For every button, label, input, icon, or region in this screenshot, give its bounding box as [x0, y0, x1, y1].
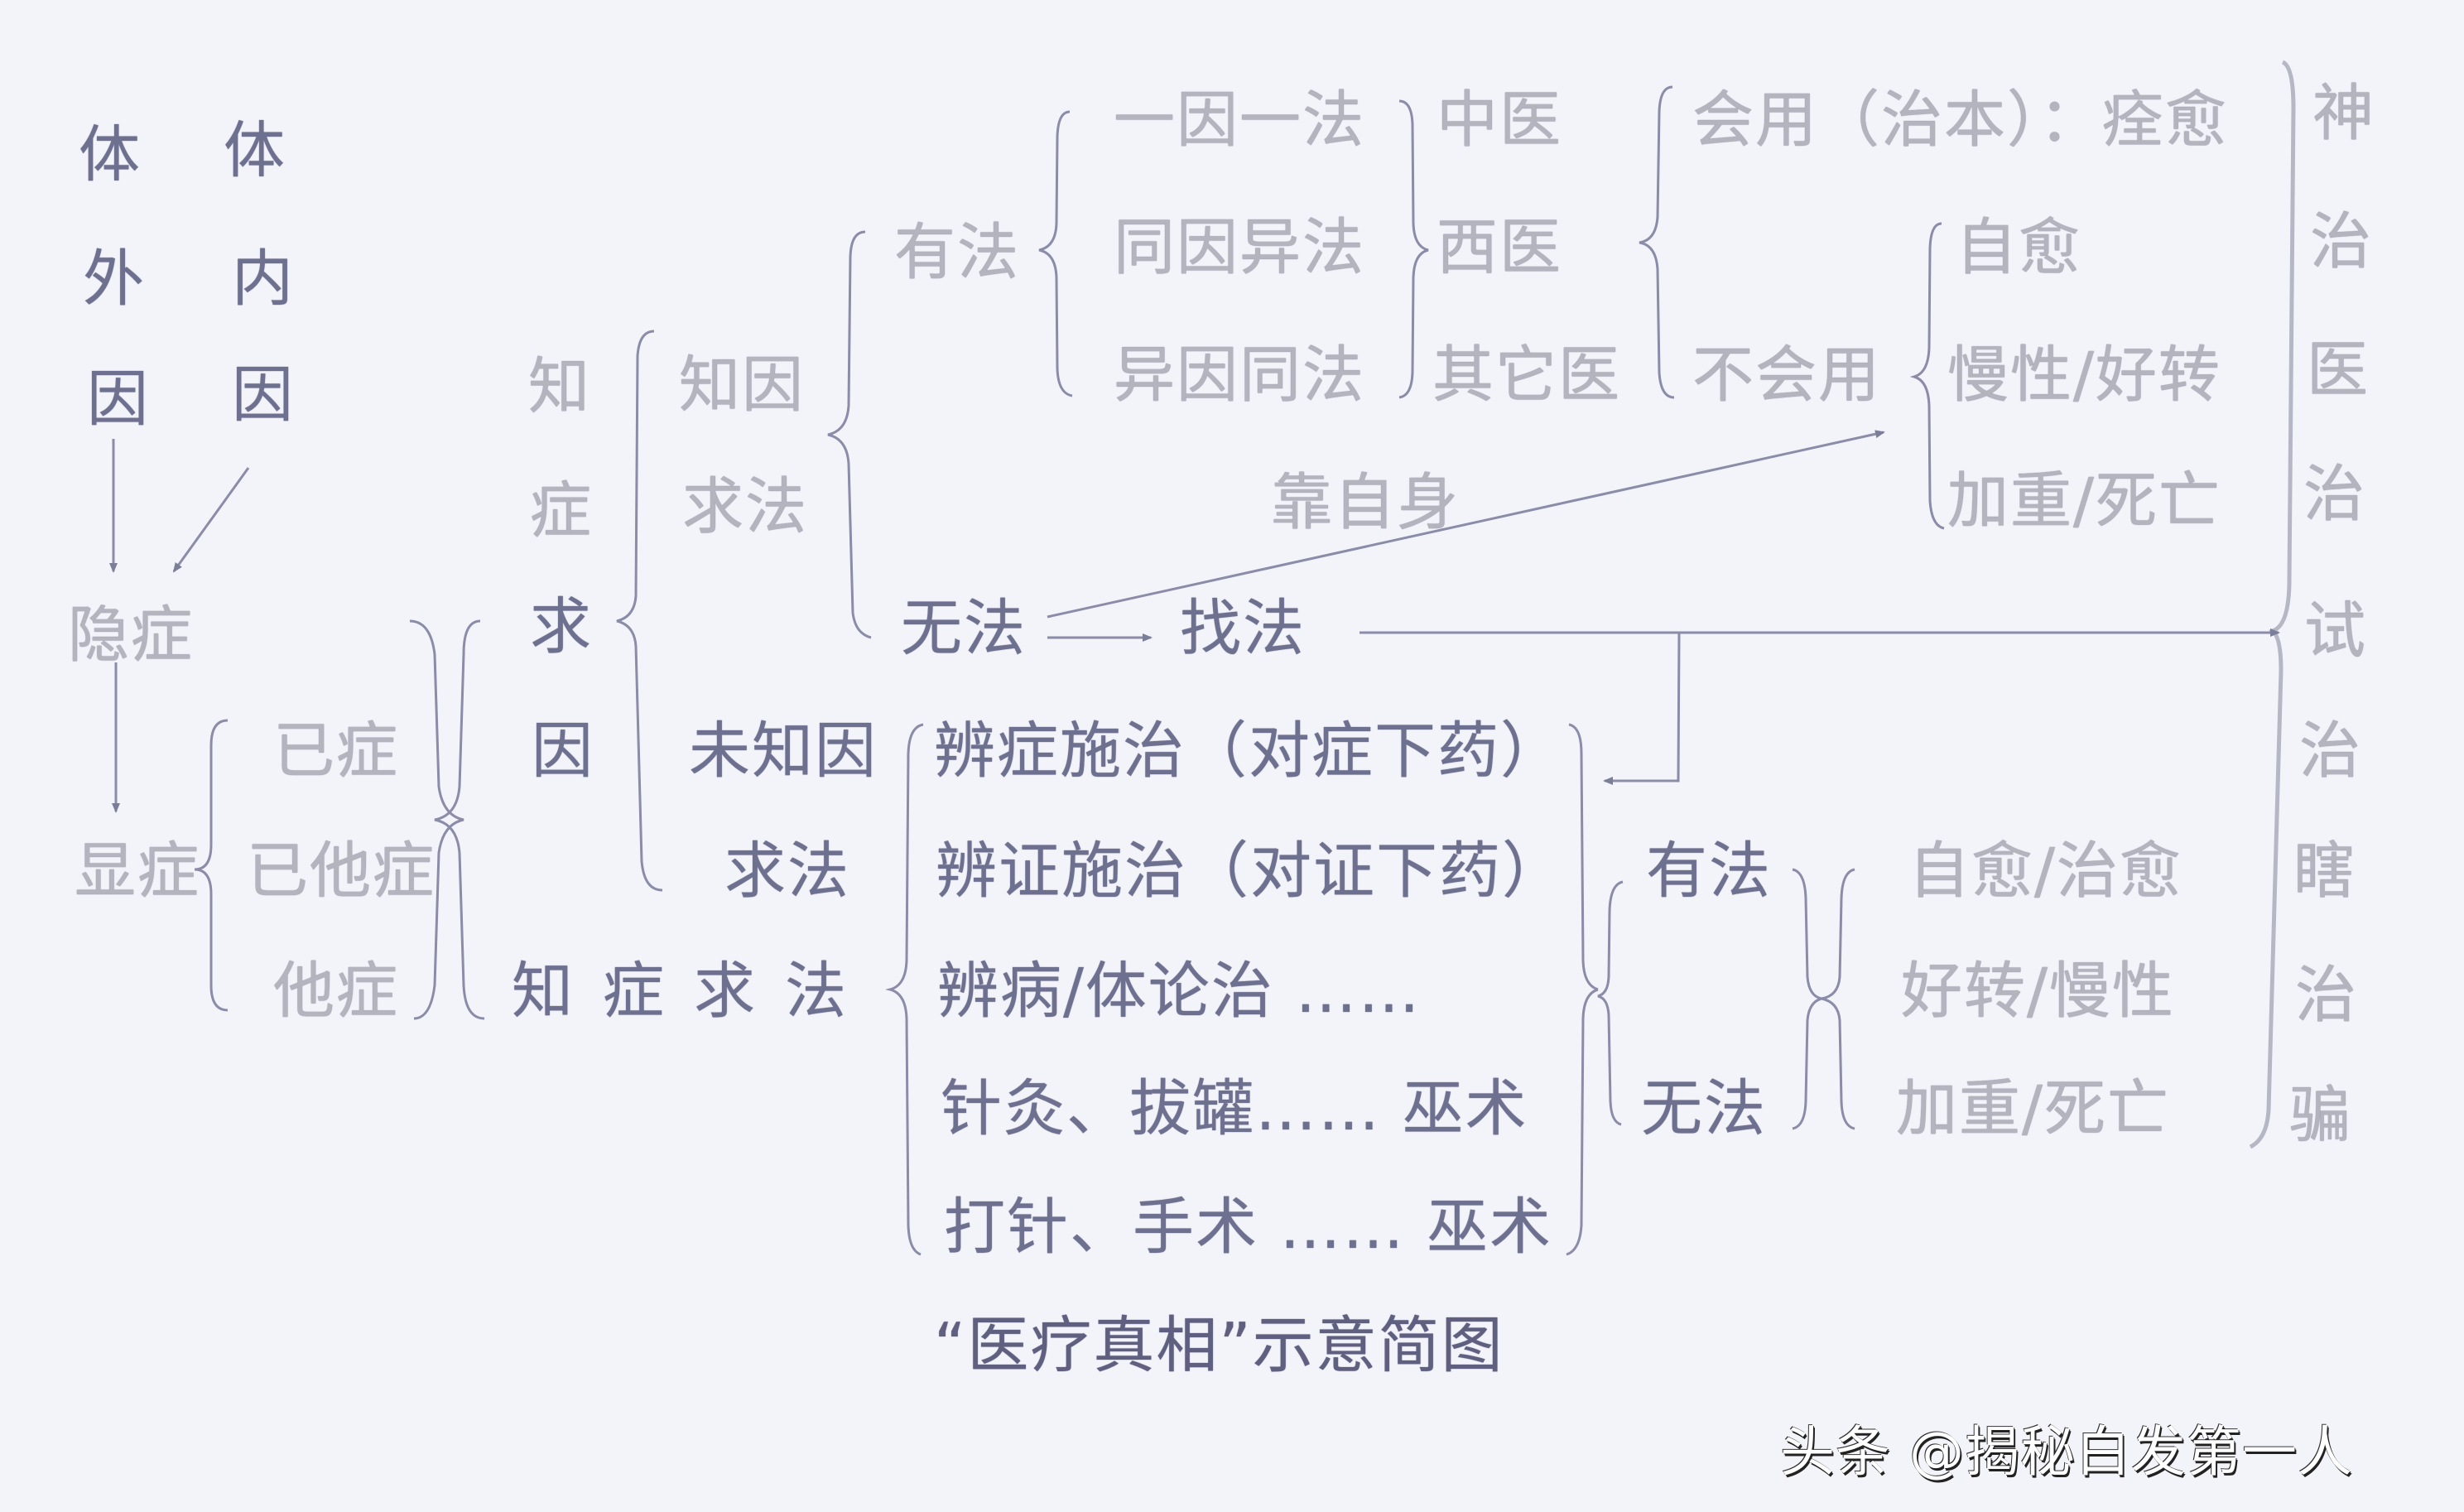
- unknown-cause-seek-method: 求法: [724, 835, 850, 907]
- unknown-cause-label: 未知因: [689, 715, 878, 787]
- known-cause-seek-method: 求法: [682, 471, 808, 542]
- method-diff-cause-same-method: 异因同法: [1114, 339, 1365, 411]
- right-char-2: 治: [2310, 206, 2373, 277]
- brace-not-use-outcomes: [1909, 222, 1945, 530]
- cause-internal-3: 因: [232, 359, 295, 431]
- not-use: 不会用: [1692, 339, 1881, 411]
- brace-methods: [1038, 110, 1073, 397]
- result-outcome-worsen: 加重/死亡: [1896, 1073, 2170, 1144]
- symptom-type-existing: 已症: [273, 715, 399, 787]
- brace-result-left: [1597, 880, 1624, 1126]
- arrow-rely-self: [1047, 430, 1885, 619]
- result-outcome-improve: 好转/慢性: [1901, 956, 2175, 1027]
- brace-symptoms-right: [409, 619, 464, 1020]
- method-same-cause-diff-method: 同因异法: [1114, 212, 1365, 283]
- approach-char-4: 因: [532, 715, 594, 787]
- brace-treatments-left: [885, 723, 924, 1256]
- right-char-3: 医: [2307, 335, 2370, 406]
- approach-char-1: 知: [528, 351, 591, 422]
- find-method: 找法: [1180, 593, 1306, 664]
- right-char-5: 试: [2304, 595, 2367, 667]
- result-outcome-heal: 自愈/治愈: [1908, 835, 2182, 907]
- treatment-2: 辨证施治（对证下药）: [936, 835, 1565, 907]
- cause-external-2: 外: [83, 243, 146, 315]
- cause-external-3: 因: [87, 364, 150, 435]
- known-cause-label: 知因: [679, 349, 805, 421]
- right-char-1: 神: [2312, 78, 2375, 149]
- rely-self: 靠自身: [1271, 467, 1460, 538]
- symptom-method-char-2: 症: [603, 956, 694, 1027]
- arrow-internal-to-hidden: [172, 467, 250, 573]
- brace-known-method: [827, 230, 872, 639]
- right-char-6: 治: [2299, 715, 2362, 787]
- symptom-type-existing-other: 已他症: [247, 835, 436, 907]
- outcome-worsen-death: 加重/死亡: [1947, 465, 2221, 537]
- brace-result-mid-right: [1792, 868, 1822, 1130]
- brace-symptoms-left: [434, 619, 485, 1020]
- manifest-symptom: 显症: [75, 835, 200, 907]
- approach-char-2: 症: [530, 475, 593, 547]
- brace-treatments-right-top: [1568, 723, 1599, 991]
- method-one-cause-one-method: 一因一法: [1114, 84, 1365, 156]
- cause-internal-1: 体: [224, 115, 286, 186]
- symptom-method-char-4: 法: [785, 956, 876, 1027]
- right-char-9: 骗: [2289, 1080, 2352, 1151]
- brace-result-mid-left: [1821, 868, 1855, 1130]
- treatment-1: 辨症施治（对症下药）: [934, 715, 1563, 787]
- brace-usage: [1639, 85, 1675, 399]
- brace-right-column: [2249, 60, 2296, 1149]
- watermark: 头条 @揭秘白发第一人: [1780, 1420, 2353, 1484]
- brace-medicine: [1398, 99, 1429, 399]
- right-char-4: 治: [2303, 459, 2366, 530]
- brace-treatments-right-bottom: [1566, 988, 1599, 1256]
- medicine-other: 其它医: [1432, 339, 1621, 411]
- arrow-find-to-treatments: [1603, 632, 1681, 785]
- use-well-cure: 会用（治本）：痊愈: [1692, 84, 2228, 156]
- brace-cause-split: [616, 330, 663, 892]
- result-has-method: 有法: [1646, 835, 1772, 907]
- right-char-7: 瞎: [2293, 835, 2356, 907]
- treatment-4: 针灸、拔罐…… 巫术: [941, 1073, 1528, 1144]
- outcome-self-heal: 自愈: [1956, 212, 2081, 283]
- symptom-method-char-1: 知: [512, 956, 603, 1027]
- treatment-3: 辨病/体论治 ……: [937, 956, 1422, 1027]
- medicine-western: 西医: [1437, 212, 1562, 283]
- outcome-chronic-improve: 慢性/好转: [1947, 339, 2221, 411]
- diagram-caption: “医疗真相”示意简图: [934, 1310, 1504, 1381]
- result-no-method: 无法: [1641, 1073, 1767, 1144]
- medicine-chinese: 中医: [1437, 84, 1562, 156]
- right-char-8: 治: [2295, 960, 2358, 1031]
- brace-manifest: [194, 719, 229, 1012]
- symptom-method-char-3: 求: [694, 956, 785, 1027]
- no-method: 无法: [901, 593, 1027, 664]
- symptom-method-row: 知症求法: [512, 961, 876, 1022]
- approach-char-3: 求: [530, 591, 593, 662]
- cause-internal-2: 内: [232, 243, 295, 315]
- treatment-5: 打针、手术 …… 巫术: [944, 1192, 1553, 1263]
- has-method: 有法: [894, 217, 1020, 288]
- cause-external-1: 体: [79, 119, 142, 190]
- hidden-symptom: 隐症: [68, 600, 194, 671]
- symptom-type-other: 他症: [273, 956, 399, 1027]
